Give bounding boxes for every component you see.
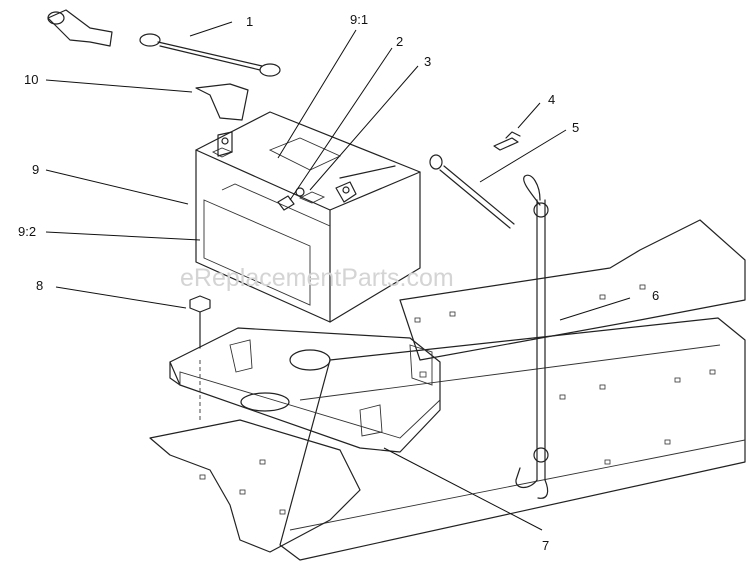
callout-1: 1 <box>246 14 253 29</box>
terminal-boot <box>47 9 113 47</box>
leader-lines <box>45 21 631 531</box>
hold-down-rod <box>515 174 549 499</box>
callout-4: 4 <box>548 92 555 107</box>
callout-3: 3 <box>424 54 431 69</box>
callout-10: 10 <box>24 72 38 87</box>
battery-terminal <box>217 131 396 203</box>
cap-screw <box>493 131 521 151</box>
battery-cable <box>139 33 281 77</box>
callout-9-2: 9:2 <box>18 224 36 239</box>
frame-plate <box>149 419 361 553</box>
callout-5: 5 <box>572 120 579 135</box>
callout-7: 7 <box>542 538 549 553</box>
callout-9: 9 <box>32 162 39 177</box>
callouts: 1 9:1 2 3 10 4 5 9 9:2 8 6 7 <box>18 12 659 553</box>
battery-support-plate <box>169 327 441 453</box>
callout-9-1: 9:1 <box>350 12 368 27</box>
ground-cable <box>429 154 515 229</box>
watermark: eReplacementParts.com <box>180 264 454 292</box>
hex-bolt <box>189 295 211 420</box>
callout-2: 2 <box>396 34 403 49</box>
terminal-bolt <box>277 187 305 211</box>
terminal-cover <box>195 83 249 121</box>
callout-8: 8 <box>36 278 43 293</box>
callout-6: 6 <box>652 288 659 303</box>
